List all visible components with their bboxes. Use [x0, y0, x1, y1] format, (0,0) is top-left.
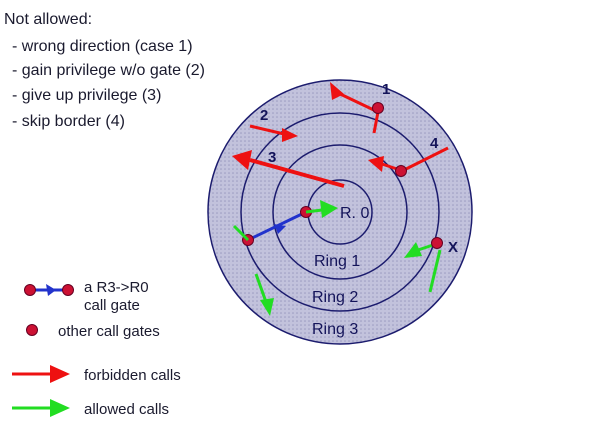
legend-gate-arrow-head — [46, 284, 56, 296]
rule-gain-privilege: - gain privilege w/o gate (2) — [12, 62, 205, 79]
case-2-arrow-shaft — [249, 124, 285, 136]
x-gate-dot — [431, 237, 443, 249]
ring-2-label: Ring 2 — [312, 289, 358, 306]
legend: a R3->R0 call gate other call gates forb… — [12, 279, 181, 418]
case-1-arrow-head — [330, 82, 344, 100]
legend-forbidden-label: forbidden calls — [84, 367, 181, 384]
x-tail — [428, 249, 442, 293]
legend-gate-line-1: a R3->R0 — [84, 279, 149, 296]
allowed-calls — [232, 200, 443, 316]
legend-other-gate-dot — [26, 324, 38, 336]
gate-link-arrow-head — [274, 224, 286, 234]
outward-call-arrow-head — [260, 298, 274, 316]
gate-entry-tail — [232, 224, 250, 242]
rings — [207, 79, 473, 345]
case-3-arrow-head — [232, 150, 252, 170]
case-x-label: X — [448, 239, 458, 256]
rule-skip-border: - skip border (4) — [12, 113, 125, 130]
rules-title: Not allowed: — [4, 11, 92, 28]
case-3-label: 3 — [268, 149, 276, 166]
case-2-arrow-head — [282, 128, 298, 142]
case-1-arrow-shaft — [335, 90, 379, 114]
case-2-label: 2 — [260, 107, 268, 124]
x-call-arrow-head — [404, 242, 422, 258]
legend-allowed-arrow-head — [50, 399, 70, 417]
legend-gate-line-2: call gate — [84, 297, 140, 314]
case-4-label: 4 — [430, 135, 439, 152]
rule-give-up-privilege: - give up privilege (3) — [12, 87, 161, 104]
case-1-gate-dot — [372, 102, 384, 114]
legend-gate-dot-start — [24, 284, 36, 296]
legend-gate-dot-end — [62, 284, 74, 296]
ring-1-circle — [272, 144, 408, 280]
ring-3-label: Ring 3 — [312, 321, 358, 338]
forbidden-calls — [232, 82, 449, 188]
gate-call-arrow-head — [320, 200, 338, 218]
ring-2-circle — [240, 112, 440, 312]
gate-call-arrow-shaft — [305, 208, 323, 214]
case-4-arrow-head — [368, 156, 384, 172]
case-3-arrow-shaft — [249, 158, 345, 188]
case-1-label: 1 — [382, 81, 390, 98]
rule-wrong-direction: - wrong direction (case 1) — [12, 38, 193, 55]
ring-3-circle — [207, 79, 473, 345]
case-1-tail — [372, 111, 380, 134]
outward-call-arrow-shaft — [254, 273, 268, 303]
case-4-gate-dot — [395, 165, 407, 177]
legend-other-gates: other call gates — [58, 323, 160, 340]
case-4-arrow-shaft — [403, 146, 449, 172]
ring-1-label: Ring 1 — [314, 253, 360, 270]
legend-allowed-label: allowed calls — [84, 401, 169, 418]
ring-0-label: R. 0 — [340, 205, 369, 222]
legend-forbidden-arrow-head — [50, 365, 70, 383]
